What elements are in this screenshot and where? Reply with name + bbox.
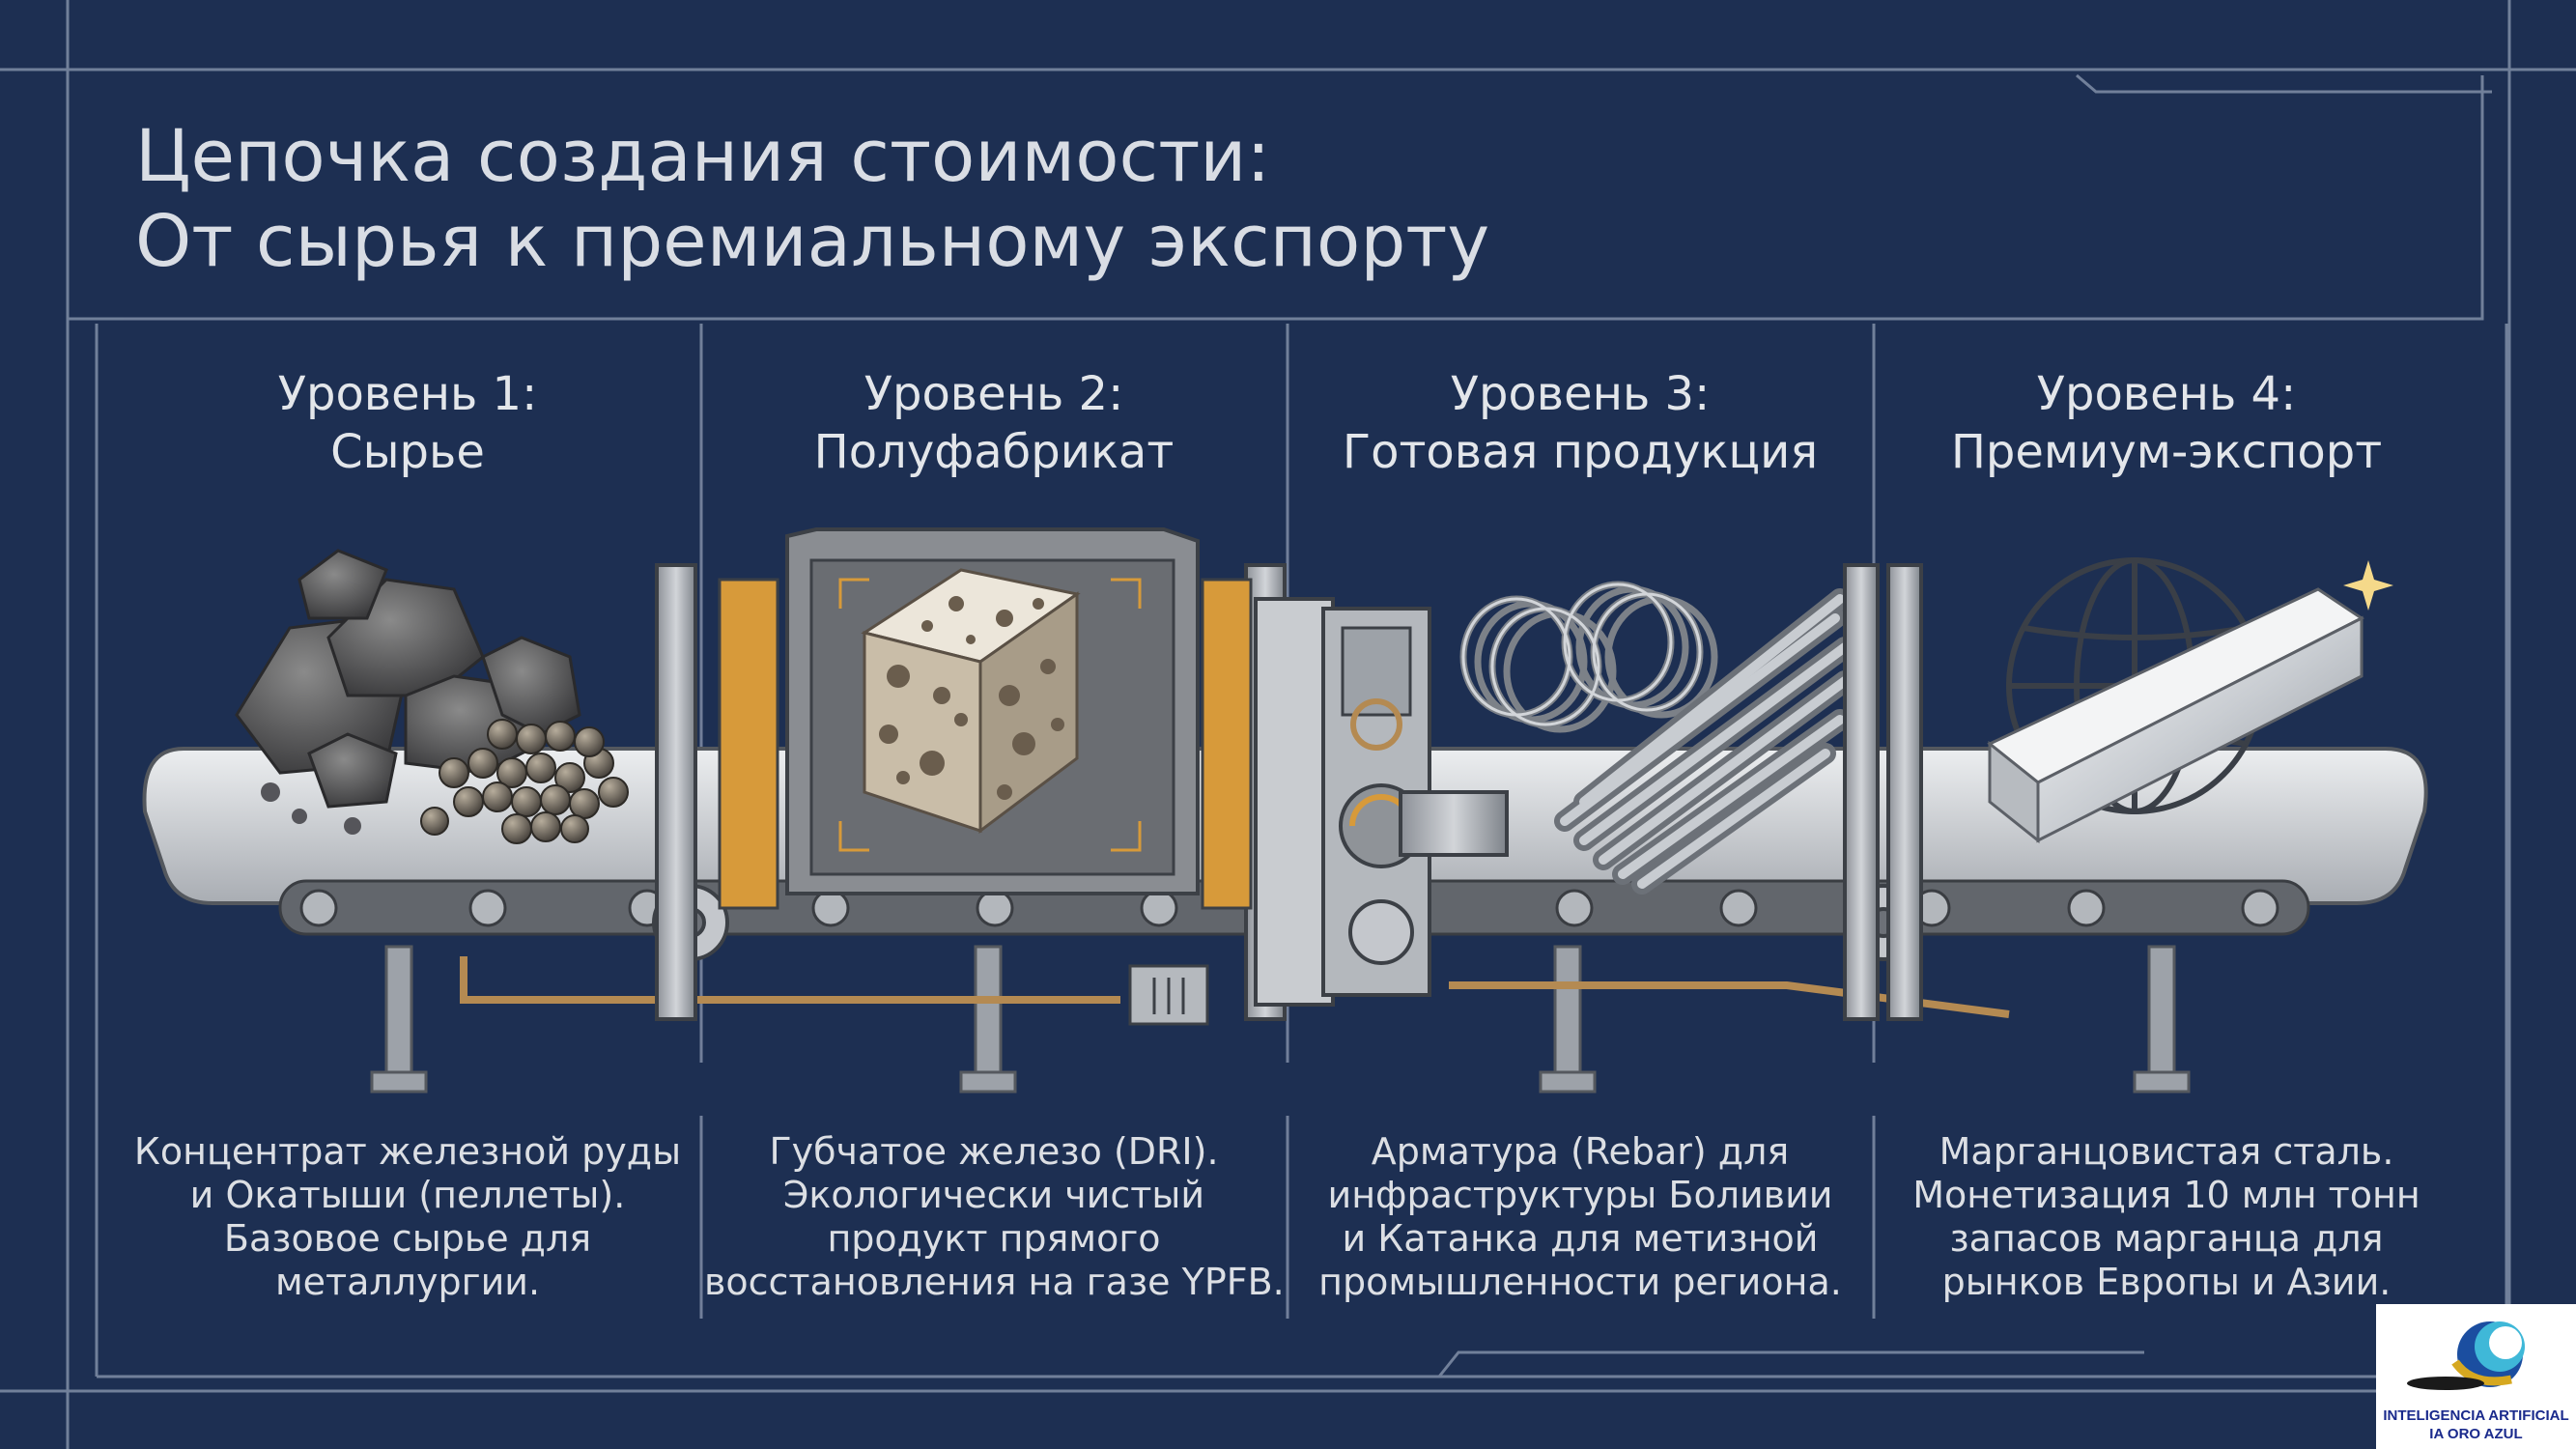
- logo-swirl-icon: [2407, 1321, 2525, 1390]
- level-1-desc-line: и Окатыши (пеллеты).: [189, 1174, 626, 1216]
- ore-illustration: [235, 549, 629, 844]
- coils-and-rebar-illustration: [1459, 581, 1855, 895]
- level-2-number: Уровень 2:: [863, 367, 1124, 421]
- page-title: Цепочка создания стоимости: От сырья к п…: [135, 114, 1489, 284]
- title-line-1: Цепочка создания стоимости:: [135, 115, 1271, 198]
- conveyor-legs: [370, 945, 2191, 1094]
- level-2-desc-line: Губчатое железо (DRI).: [769, 1130, 1219, 1173]
- level-2-name: Полуфабрикат: [813, 425, 1175, 479]
- level-4-number: Уровень 4:: [2036, 367, 2297, 421]
- level-3-number: Уровень 3:: [1450, 367, 1711, 421]
- level-3-desc-line: Арматура (Rebar) для: [1371, 1130, 1790, 1173]
- level-1-desc-line: Базовое сырье для: [223, 1217, 592, 1260]
- level-4-desc-line: Монетизация 10 млн тонн: [1912, 1174, 2420, 1216]
- level-3-desc-line: инфраструктуры Боливии: [1327, 1174, 1833, 1216]
- level-4-heading: Уровень 4: Премиум-экспорт: [1877, 365, 2456, 481]
- tower-frame-illustration: [1843, 563, 1923, 1021]
- level-3-desc-line: и Катанка для метизной: [1342, 1217, 1819, 1260]
- furnace-illustration: [655, 527, 1335, 1021]
- level-2-desc-line: восстановления на газе YPFB.: [704, 1261, 1285, 1303]
- level-1-number: Уровень 1:: [277, 367, 538, 421]
- level-4-description: Марганцовистая сталь. Монетизация 10 млн…: [1877, 1130, 2456, 1304]
- level-4-name: Премиум-экспорт: [1950, 425, 2383, 479]
- level-1-description: Концентрат железной руды и Окатыши (пелл…: [118, 1130, 697, 1304]
- level-2-heading: Уровень 2: Полуфабрикат: [704, 365, 1284, 481]
- level-1-name: Сырье: [330, 425, 485, 479]
- level-3-name: Готовая продукция: [1342, 425, 1819, 479]
- logo-line-2: IA ORO AZUL: [2429, 1426, 2523, 1442]
- level-1-desc-line: металлургии.: [274, 1261, 541, 1303]
- level-1-heading: Уровень 1: Сырье: [118, 365, 697, 481]
- gearbox-illustration: [1128, 607, 1509, 1026]
- brand-logo: INTELIGENCIA ARTIFICIAL IA ORO AZUL: [2376, 1304, 2576, 1449]
- logo-line-1: INTELIGENCIA ARTIFICIAL: [2383, 1407, 2569, 1424]
- level-4-desc-line: запасов марганца для: [1949, 1217, 2384, 1260]
- level-4-desc-line: рынков Европы и Азии.: [1941, 1261, 2392, 1303]
- level-3-description: Арматура (Rebar) для инфраструктуры Боли…: [1290, 1130, 1870, 1304]
- level-2-description: Губчатое железо (DRI). Экологически чист…: [704, 1130, 1285, 1304]
- level-4-desc-line: Марганцовистая сталь.: [1939, 1130, 2394, 1173]
- level-3-heading: Уровень 3: Готовая продукция: [1290, 365, 1870, 481]
- level-1-desc-line: Концентрат железной руды: [133, 1130, 682, 1173]
- title-line-2: От сырья к премиальному экспорту: [135, 200, 1490, 283]
- level-2-desc-line: продукт прямого: [827, 1217, 1161, 1260]
- level-2-desc-line: Экологически чистый: [782, 1174, 1205, 1216]
- level-3-desc-line: промышленности региона.: [1318, 1261, 1842, 1303]
- globe-and-ingot-illustration: [1987, 557, 2393, 844]
